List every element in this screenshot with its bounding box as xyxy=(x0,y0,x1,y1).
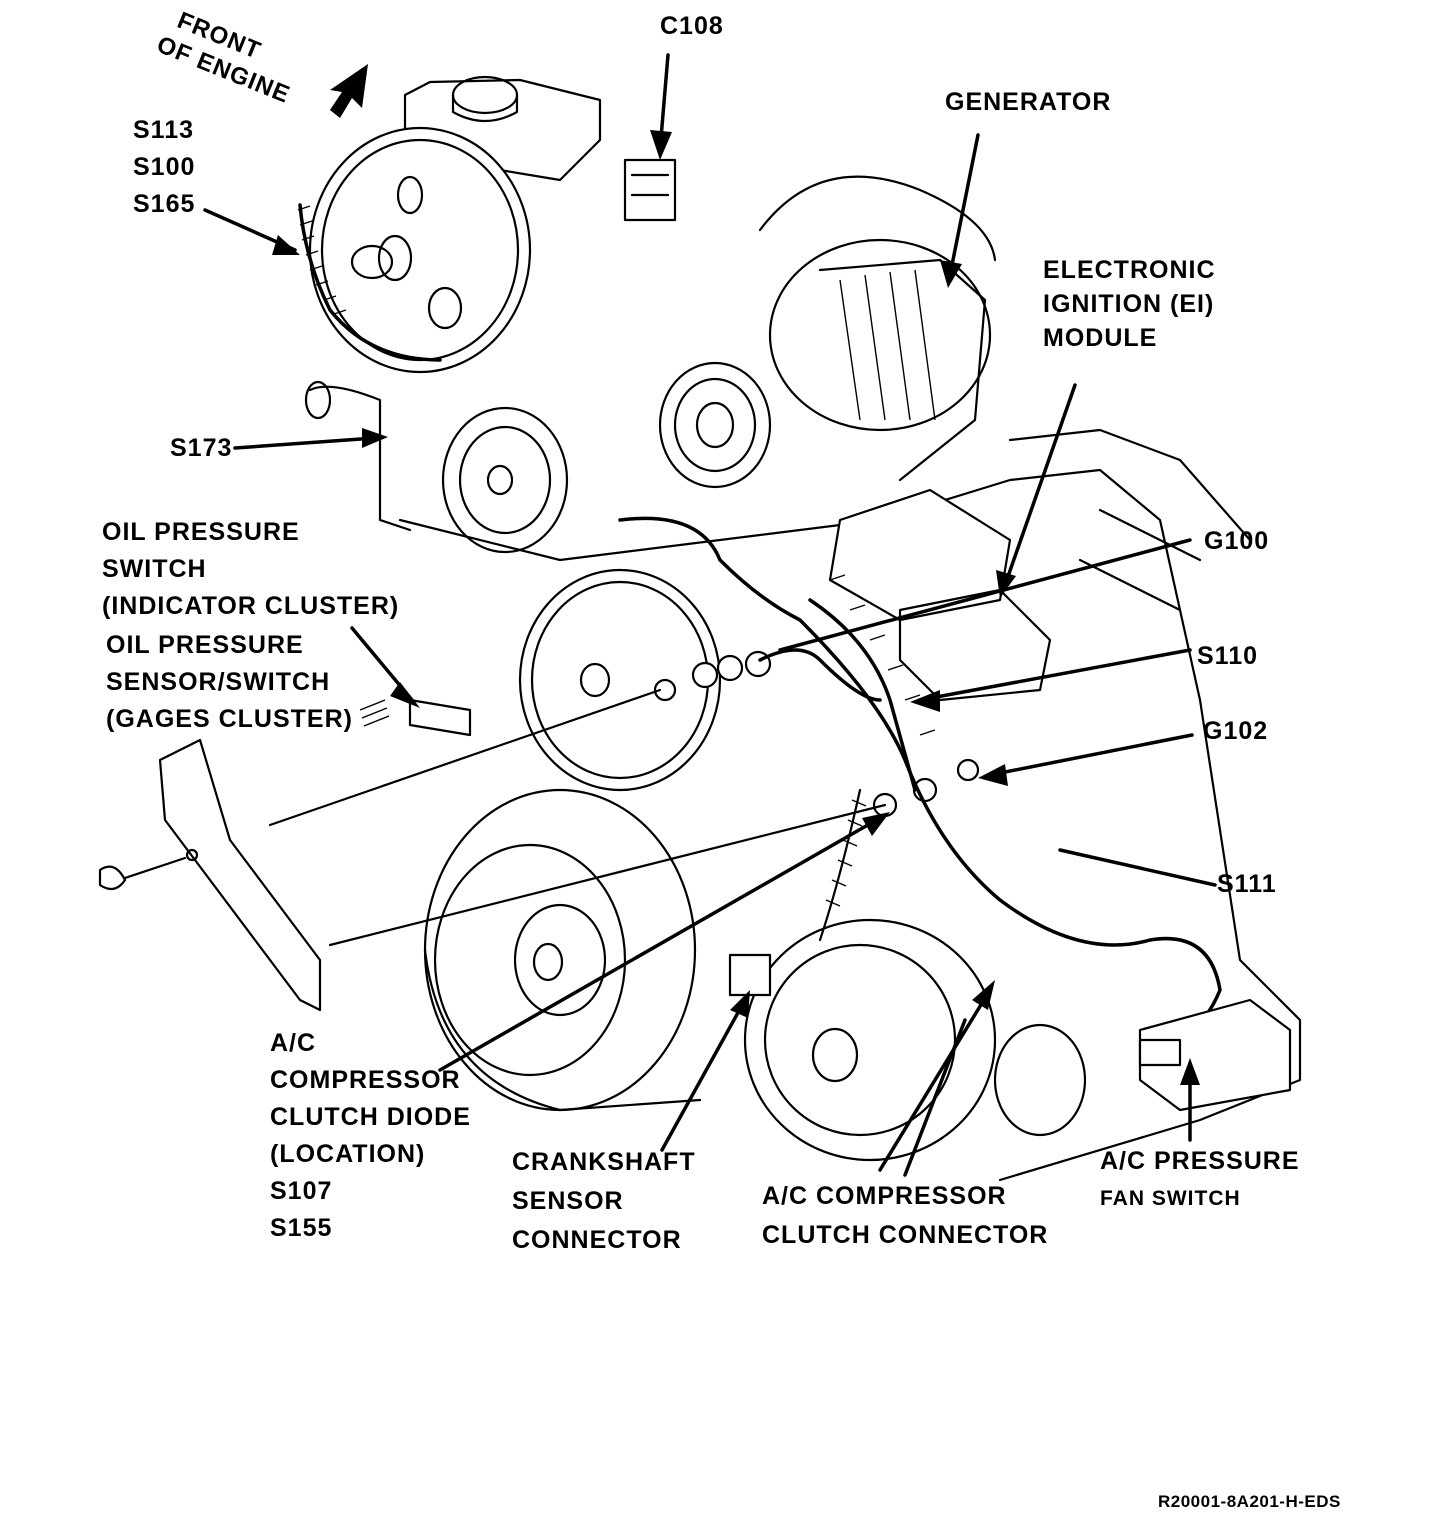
label-s100: S100 xyxy=(133,153,196,181)
label-s173: S173 xyxy=(170,434,233,462)
drawing-code: R20001-8A201-H-EDS xyxy=(1158,1492,1341,1511)
label-crank-line-1: CRANKSHAFT xyxy=(512,1148,696,1176)
main-harness xyxy=(618,516,1222,1052)
ei-module xyxy=(828,488,1052,702)
label-ops-line-3: (INDICATOR CLUSTER) xyxy=(102,592,400,620)
label-oil-pressure-switch: OIL PRESSURE SWITCH (INDICATOR CLUSTER) xyxy=(102,514,399,625)
leader-lines xyxy=(203,53,1217,1177)
label-c108: C108 xyxy=(660,12,724,40)
label-crankshaft-sensor: CRANKSHAFT SENSOR CONNECTOR xyxy=(512,1143,696,1260)
label-opss-line-1: OIL PRESSURE xyxy=(106,631,304,659)
label-diode-line-2: COMPRESSOR xyxy=(270,1066,461,1094)
label-ac-clutch-connector: A/C COMPRESSOR CLUTCH CONNECTOR xyxy=(762,1177,1048,1255)
label-ops-line-2: SWITCH xyxy=(102,555,207,583)
label-diode-line-1: A/C xyxy=(270,1029,317,1057)
power-steering-pulley xyxy=(308,126,532,374)
label-clutch-conn-line-2: CLUTCH CONNECTOR xyxy=(762,1221,1049,1249)
label-crank-line-3: CONNECTOR xyxy=(512,1226,682,1254)
label-ops-line-1: OIL PRESSURE xyxy=(102,518,300,546)
label-ei-line-3: MODULE xyxy=(1043,324,1158,352)
label-ei-module: ELECTRONIC IGNITION (EI) MODULE xyxy=(1043,253,1216,355)
coolant-hose xyxy=(308,385,412,532)
label-ei-line-2: IGNITION (EI) xyxy=(1043,290,1215,318)
label-clutch-conn-line-1: A/C COMPRESSOR xyxy=(762,1182,1007,1210)
label-opss-line-3: (GAGES CLUSTER) xyxy=(106,705,353,733)
label-crank-line-2: SENSOR xyxy=(512,1187,624,1215)
generator-pulley xyxy=(658,361,772,489)
label-opss-line-2: SENSOR/SWITCH xyxy=(106,668,331,696)
generator xyxy=(758,175,997,482)
idler-pulley xyxy=(441,406,569,554)
label-s110: S110 xyxy=(1197,642,1259,670)
label-oil-pressure-sensor: OIL PRESSURE SENSOR/SWITCH (GAGES CLUSTE… xyxy=(106,627,353,738)
label-g102: G102 xyxy=(1203,717,1269,745)
label-diode-line-6: S155 xyxy=(270,1214,333,1242)
oil-pressure-switch xyxy=(359,698,472,737)
crankshaft-sensor-connector-shape xyxy=(728,953,772,997)
label-fan-line-2: FAN SWITCH xyxy=(1100,1187,1241,1210)
nut xyxy=(98,865,127,891)
ac-compressor xyxy=(743,918,1087,1162)
label-ac-clutch-diode: A/C COMPRESSOR CLUTCH DIODE (LOCATION) S… xyxy=(270,1025,471,1247)
label-s165: S165 xyxy=(133,190,196,218)
label-s111: S111 xyxy=(1217,870,1277,898)
label-diode-line-5: S107 xyxy=(270,1177,333,1205)
label-s113: S113 xyxy=(133,116,195,144)
label-diode-line-4: (LOCATION) xyxy=(270,1140,426,1168)
label-ac-pressure-fan: A/C PRESSURE FAN SWITCH xyxy=(1100,1143,1300,1217)
front-arrow-icon xyxy=(330,64,368,118)
label-diode-line-3: CLUTCH DIODE xyxy=(270,1103,471,1131)
ac-pressure-fan-switch xyxy=(1138,998,1292,1112)
label-s113-group: S113 S100 S165 xyxy=(133,112,195,223)
bracket xyxy=(158,738,322,1012)
label-fan-line-1: A/C PRESSURE xyxy=(1100,1147,1300,1175)
ring-terminals xyxy=(653,650,980,818)
label-ei-line-1: ELECTRONIC xyxy=(1043,256,1216,284)
label-g100: G100 xyxy=(1204,527,1270,555)
c108-connector xyxy=(623,158,677,222)
tensioner-pulley xyxy=(518,568,722,792)
label-generator: GENERATOR xyxy=(945,88,1112,116)
